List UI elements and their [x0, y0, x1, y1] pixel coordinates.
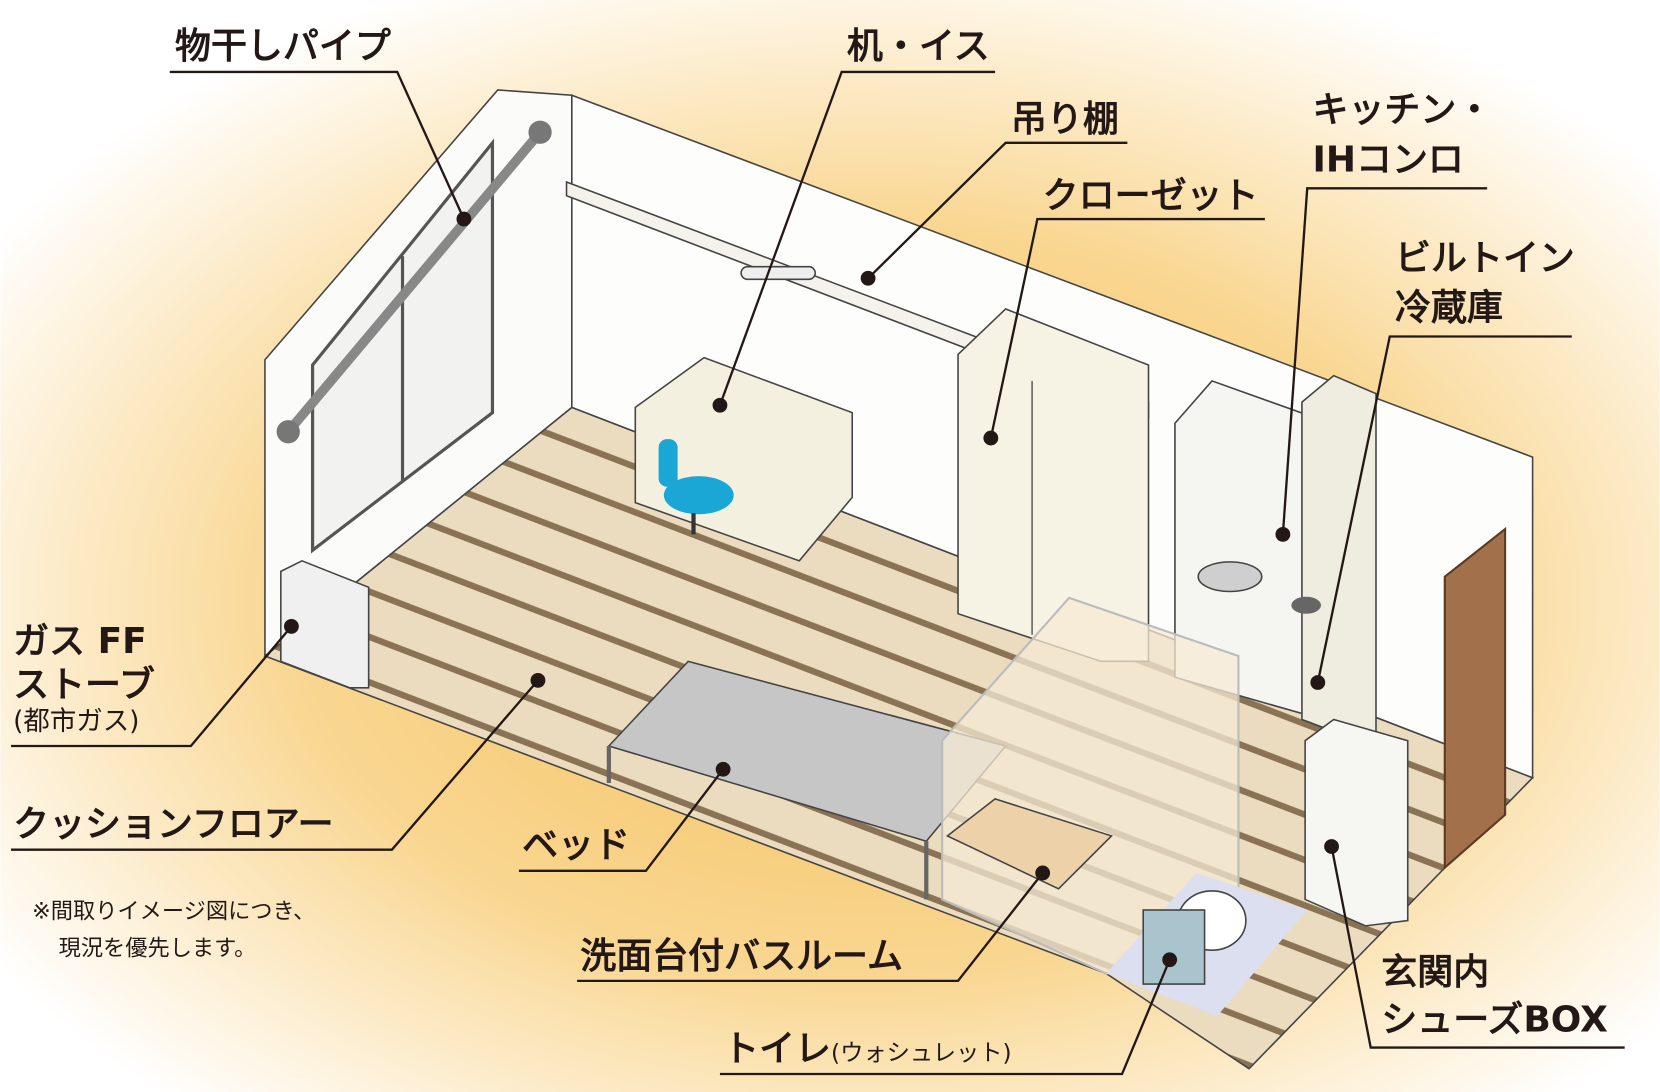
label-bathroom: 洗面台付バスルーム	[580, 936, 903, 977]
label-drying-pipe: 物干しパイプ	[175, 26, 391, 67]
room-illustration	[263, 89, 1535, 1070]
label-cushion-floor: クッションフロアー	[13, 804, 333, 845]
leader-lines	[11, 70, 1625, 1076]
label-stove-1: ガス FF	[13, 621, 147, 662]
label-kitchen-2: IHコンロ	[1313, 139, 1464, 180]
label-fridge-2: 冷蔵庫	[1395, 288, 1503, 329]
label-bed: ベッド	[522, 825, 630, 866]
entrance-door	[1443, 526, 1507, 871]
shoe-box	[1304, 718, 1409, 927]
note-line-2: 現況を優先します。	[59, 936, 257, 962]
label-toilet-group: トイレ(ウォシュレット)	[723, 1028, 1011, 1069]
drying-pipe	[283, 127, 545, 437]
label-hanging-shelf: 吊り棚	[1011, 99, 1119, 140]
label-toilet: トイレ	[723, 1028, 831, 1069]
note-line-1: ※間取りイメージ図につき、	[32, 898, 315, 924]
closet	[957, 308, 1150, 663]
label-desk-chair: 机・イス	[847, 26, 990, 67]
label-stove-2: ストーブ	[13, 663, 155, 705]
label-kitchen-1: キッチン・	[1313, 90, 1493, 131]
label-shoebox-1: 玄関内	[1381, 952, 1489, 993]
chair	[663, 476, 734, 515]
label-fridge-1: ビルトイン	[1395, 238, 1575, 279]
bathtub	[945, 798, 1113, 890]
label-closet: クローゼット	[1043, 175, 1259, 216]
label-toilet-sub: (ウォシュレット)	[831, 1039, 1012, 1066]
gas-stove	[280, 559, 370, 689]
label-stove-3: (都市ガス)	[13, 706, 139, 737]
label-shoebox-2: シューズBOX	[1381, 999, 1608, 1041]
